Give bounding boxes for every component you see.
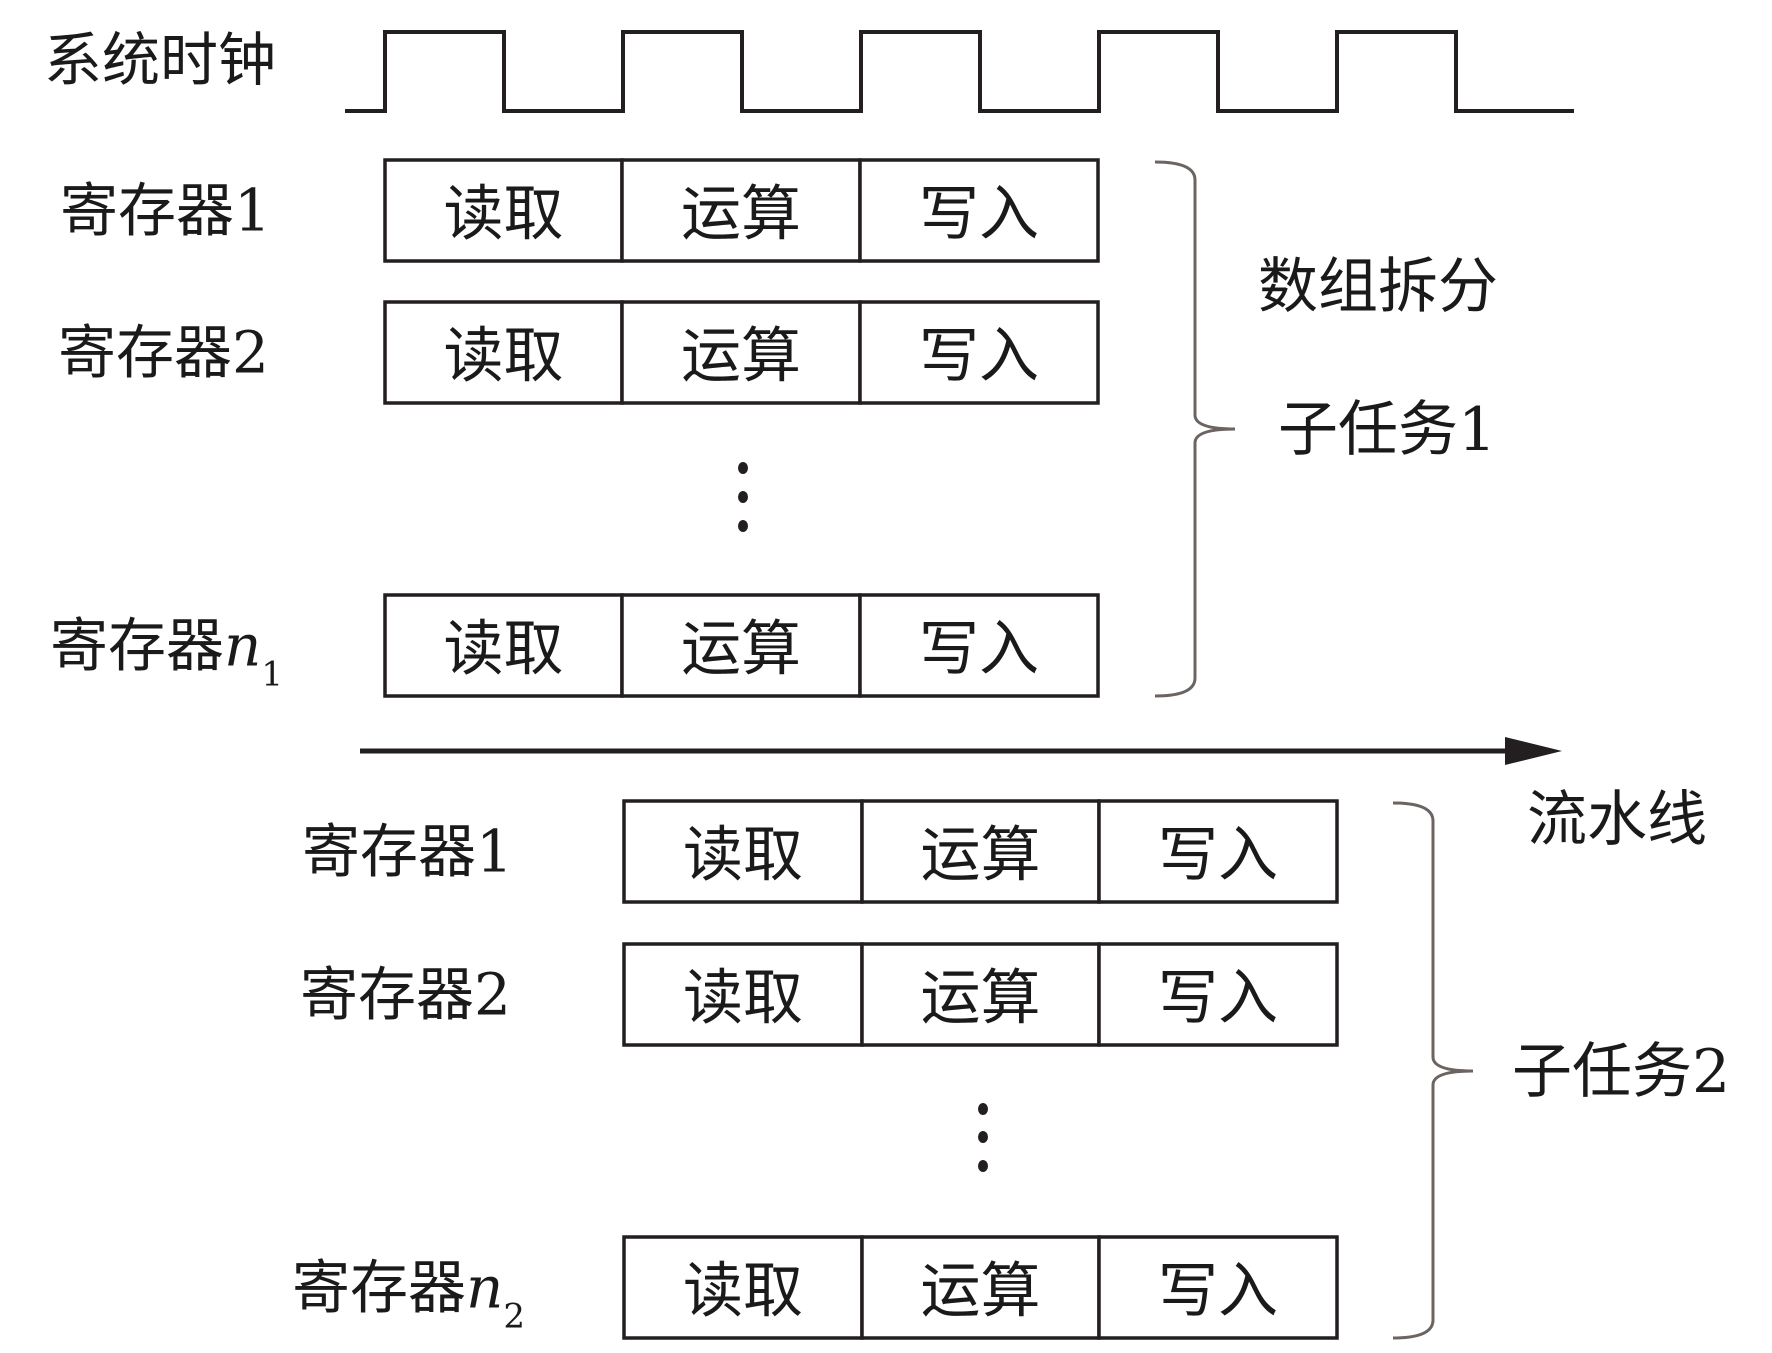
stage-label: 写入 bbox=[1158, 964, 1278, 1034]
stage-label: 写入 bbox=[1158, 1257, 1278, 1327]
pipeline-arrow-head bbox=[1505, 737, 1562, 765]
stage-label: 写入 bbox=[919, 180, 1039, 250]
stage-label: 运算 bbox=[921, 821, 1041, 891]
stage-cell-read bbox=[622, 942, 864, 1047]
stage-cell-compute bbox=[860, 942, 1101, 1047]
stage-label: 运算 bbox=[681, 180, 801, 250]
register-row: 寄存器n2 读取 运算 写入 bbox=[292, 1235, 1339, 1340]
ellipsis-dot bbox=[738, 462, 748, 474]
stage-cell-write bbox=[1097, 799, 1339, 904]
stage-cell-compute bbox=[620, 300, 862, 405]
subtask-1-label: 子任务1 bbox=[1278, 395, 1496, 465]
register-row: 寄存器1 读取 运算 写入 bbox=[60, 158, 1100, 263]
ellipsis-icon bbox=[738, 462, 748, 532]
stage-label: 运算 bbox=[921, 1257, 1041, 1327]
stage-label: 写入 bbox=[919, 615, 1039, 685]
register-name: 寄存器 bbox=[292, 1254, 466, 1322]
register-name: 寄存器1 bbox=[60, 177, 271, 245]
register-label: 寄存器1 bbox=[60, 177, 271, 245]
ellipsis-dot bbox=[738, 491, 748, 503]
pipeline-label: 流水线 bbox=[1527, 785, 1707, 855]
array-split-label: 数组拆分 bbox=[1258, 252, 1498, 322]
clock-waveform bbox=[345, 30, 1574, 113]
stage-label: 写入 bbox=[1158, 821, 1278, 891]
register-row: 寄存器n1 读取 运算 写入 bbox=[50, 593, 1100, 698]
register-label: 寄存器n2 bbox=[292, 1254, 525, 1337]
stage-label: 运算 bbox=[921, 964, 1041, 1034]
stage-label: 读取 bbox=[444, 180, 564, 250]
stage-label: 读取 bbox=[683, 1257, 803, 1327]
register-index: n bbox=[466, 1254, 503, 1322]
register-label: 寄存器2 bbox=[58, 319, 269, 387]
register-name: 寄存器 bbox=[50, 612, 224, 680]
ellipsis-dot bbox=[738, 520, 748, 532]
register-row: 寄存器2 读取 运算 写入 bbox=[58, 300, 1100, 405]
ellipsis-dot bbox=[978, 1103, 988, 1115]
stage-label: 读取 bbox=[683, 821, 803, 891]
register-subscript: 1 bbox=[261, 655, 283, 695]
ellipsis-dot bbox=[978, 1160, 988, 1172]
register-row: 寄存器1 读取 运算 写入 bbox=[302, 799, 1339, 904]
stage-cell-write bbox=[858, 593, 1100, 698]
stage-cell-read bbox=[383, 158, 624, 263]
register-label: 寄存器1 bbox=[302, 818, 513, 886]
stage-cell-write bbox=[858, 158, 1100, 263]
stage-cell-read bbox=[622, 1235, 864, 1340]
clock-label: 系统时钟 bbox=[44, 26, 276, 94]
ellipsis-dot bbox=[978, 1131, 988, 1143]
stage-cell-write bbox=[858, 300, 1100, 405]
stage-cell-read bbox=[383, 593, 624, 698]
stage-cell-compute bbox=[620, 158, 862, 263]
register-row: 寄存器2 读取 运算 写入 bbox=[300, 942, 1339, 1047]
subtask-2-brace bbox=[1392, 801, 1474, 1340]
stage-cell-compute bbox=[860, 1235, 1101, 1340]
subtask-2-label: 子任务2 bbox=[1512, 1037, 1730, 1107]
register-label: 寄存器2 bbox=[300, 961, 511, 1029]
stage-label: 读取 bbox=[444, 615, 564, 685]
stage-label: 读取 bbox=[683, 964, 803, 1034]
stage-label: 运算 bbox=[681, 615, 801, 685]
register-name: 寄存器2 bbox=[300, 961, 511, 1029]
stage-label: 读取 bbox=[444, 322, 564, 392]
stage-label: 运算 bbox=[681, 322, 801, 392]
register-subscript: 2 bbox=[503, 1297, 525, 1337]
register-name: 寄存器2 bbox=[58, 319, 269, 387]
stage-cell-compute bbox=[620, 593, 862, 698]
subtask-1-brace bbox=[1154, 160, 1236, 698]
register-label: 寄存器n1 bbox=[50, 612, 283, 695]
register-name: 寄存器1 bbox=[302, 818, 513, 886]
stage-label: 写入 bbox=[919, 322, 1039, 392]
register-index: n bbox=[224, 612, 261, 680]
stage-cell-read bbox=[622, 799, 864, 904]
ellipsis-icon bbox=[978, 1103, 988, 1172]
stage-cell-write bbox=[1097, 1235, 1339, 1340]
stage-cell-write bbox=[1097, 942, 1339, 1047]
